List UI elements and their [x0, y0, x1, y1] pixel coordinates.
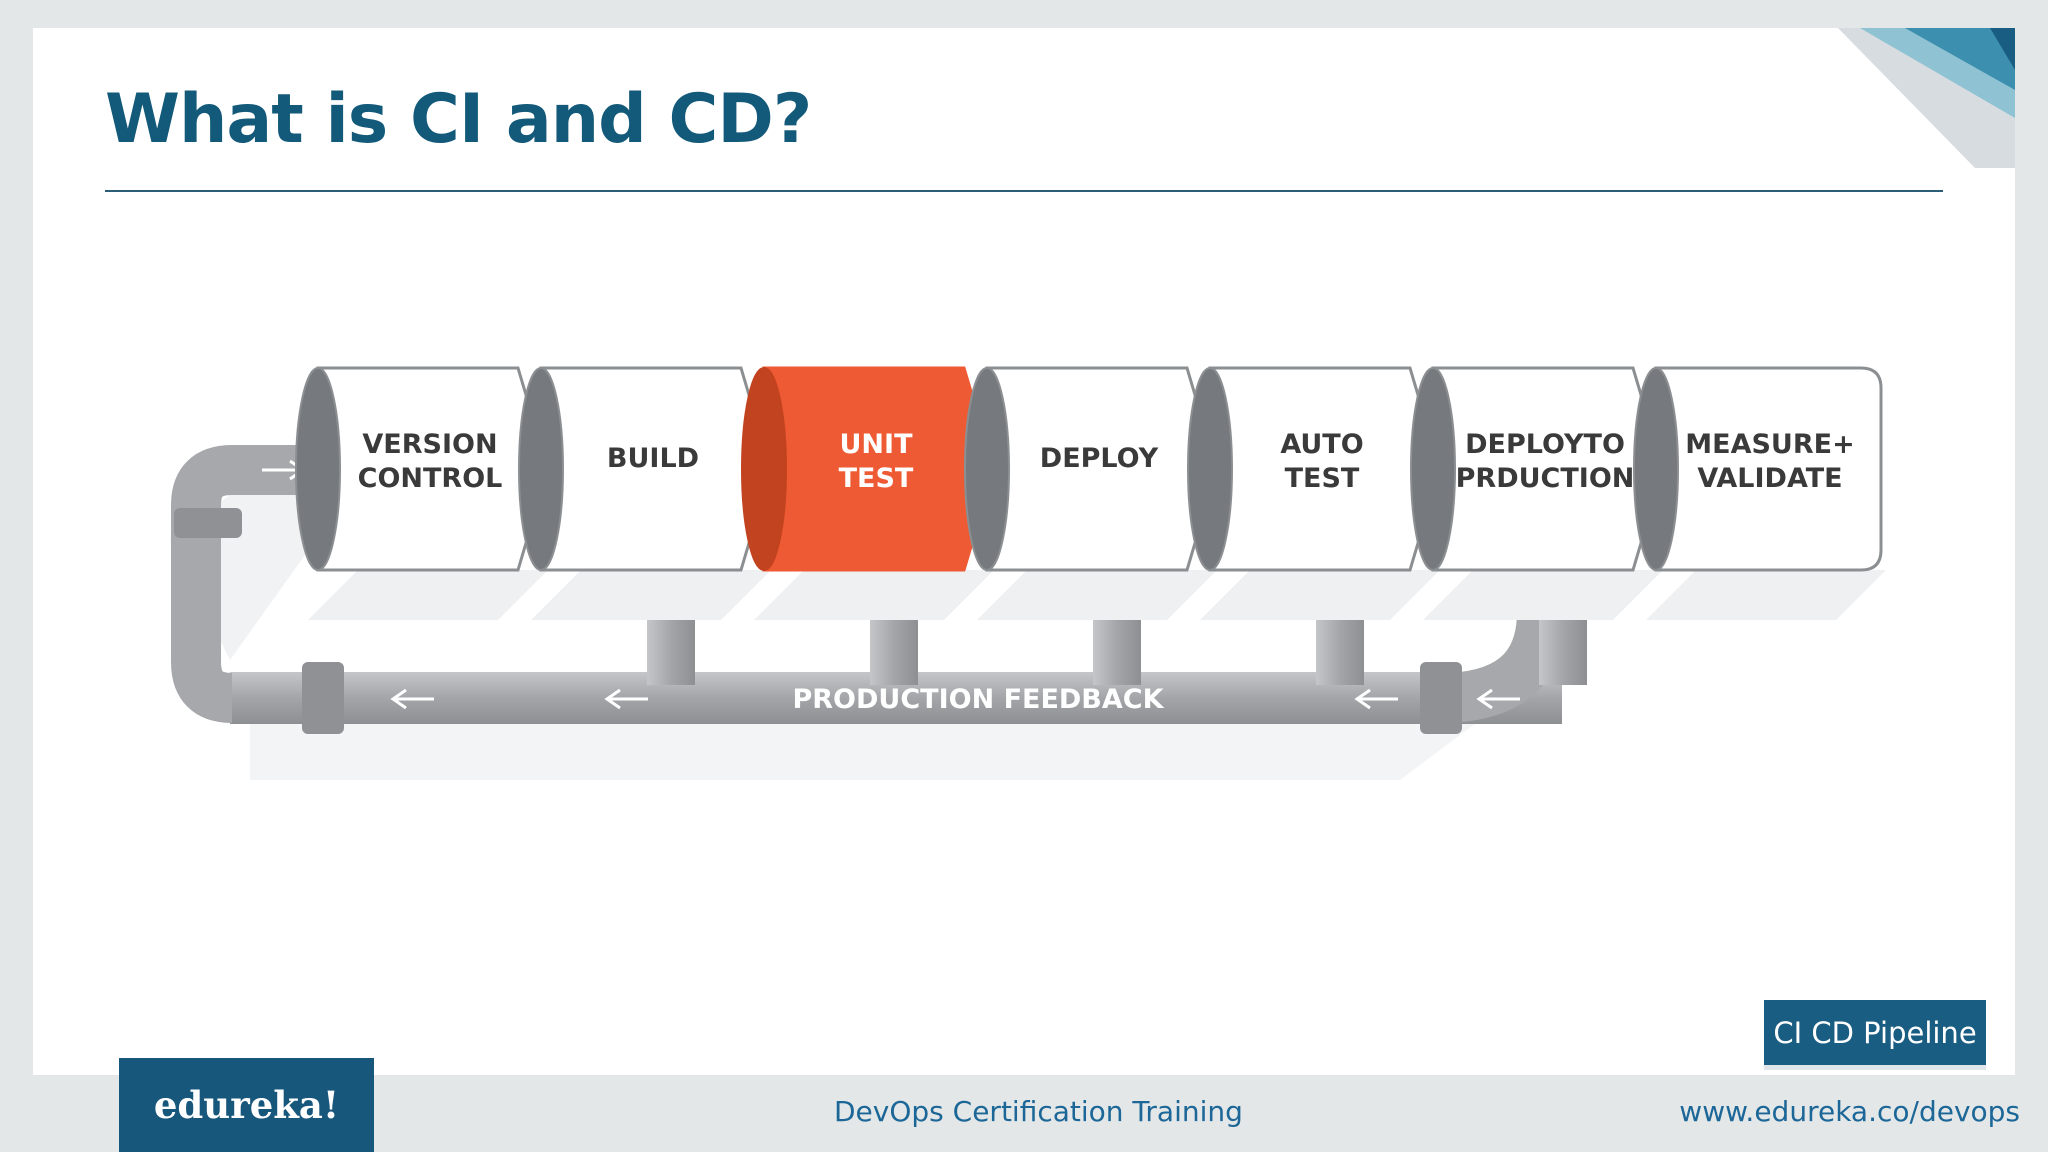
- stage-cylinder-end: [1633, 367, 1679, 571]
- stage-shadow: [977, 570, 1217, 620]
- stage-cylinder-end: [1410, 367, 1456, 571]
- feedback-label: PRODUCTION FEEDBACK: [792, 684, 1164, 715]
- stage-label: VALIDATE: [1697, 463, 1842, 494]
- stage-label: DEPLOY: [1040, 443, 1159, 474]
- stage-label: PRDUCTION: [1456, 463, 1635, 494]
- stage-cylinder-end: [295, 367, 341, 571]
- stage-label: MEASURE+: [1685, 429, 1854, 460]
- stage-label: VERSION: [362, 429, 497, 460]
- page-title: What is CI and CD?: [105, 80, 812, 159]
- footer-url: www.edureka.co/devops: [1679, 1095, 2020, 1128]
- left-arrow-icon: [1354, 688, 1398, 710]
- return-pipe-left: [171, 445, 312, 723]
- stage-shadow: [754, 570, 994, 620]
- left-arrow-icon: [1476, 688, 1520, 710]
- left-arrow-icon: [604, 688, 648, 710]
- footer-course-title: DevOps Certification Training: [834, 1095, 1243, 1128]
- stage-block: MEASURE+VALIDATE: [1633, 366, 1886, 620]
- stage-label: DEPLOYTO: [1465, 429, 1625, 460]
- pipe-joint: [174, 508, 242, 538]
- stage-shadow: [1200, 570, 1440, 620]
- stage-block: DEPLOY: [964, 366, 1219, 620]
- stage-label: UNIT: [840, 429, 914, 460]
- stage-shadow: [1423, 570, 1663, 620]
- pipe-joint: [302, 662, 344, 734]
- pipe-shadow: [250, 720, 1480, 780]
- section-tag: CI CD Pipeline: [1764, 1000, 1986, 1065]
- stage-label: TEST: [839, 463, 914, 494]
- stage-label: CONTROL: [358, 463, 503, 494]
- title-divider: [105, 190, 1943, 192]
- stage-body: [1654, 366, 1883, 572]
- stage-label: TEST: [1285, 463, 1360, 494]
- stage-shadow: [531, 570, 771, 620]
- stage-shadow: [1646, 570, 1886, 620]
- stage-cylinder-end: [518, 367, 564, 571]
- pipe-joint: [1420, 662, 1462, 734]
- edureka-logo: edureka!: [119, 1058, 374, 1152]
- stage-cylinder-end: [1187, 367, 1233, 571]
- stage-cylinder-end: [964, 367, 1010, 571]
- pipe-network: PRODUCTION FEEDBACK: [170, 420, 1587, 780]
- stage-label: BUILD: [607, 443, 699, 474]
- left-arrow-icon: [390, 688, 434, 710]
- stage-block: BUILD: [518, 366, 773, 620]
- stage-cylinder-end: [741, 367, 787, 571]
- stage-shadow: [308, 570, 548, 620]
- stage-label: AUTO: [1280, 429, 1363, 460]
